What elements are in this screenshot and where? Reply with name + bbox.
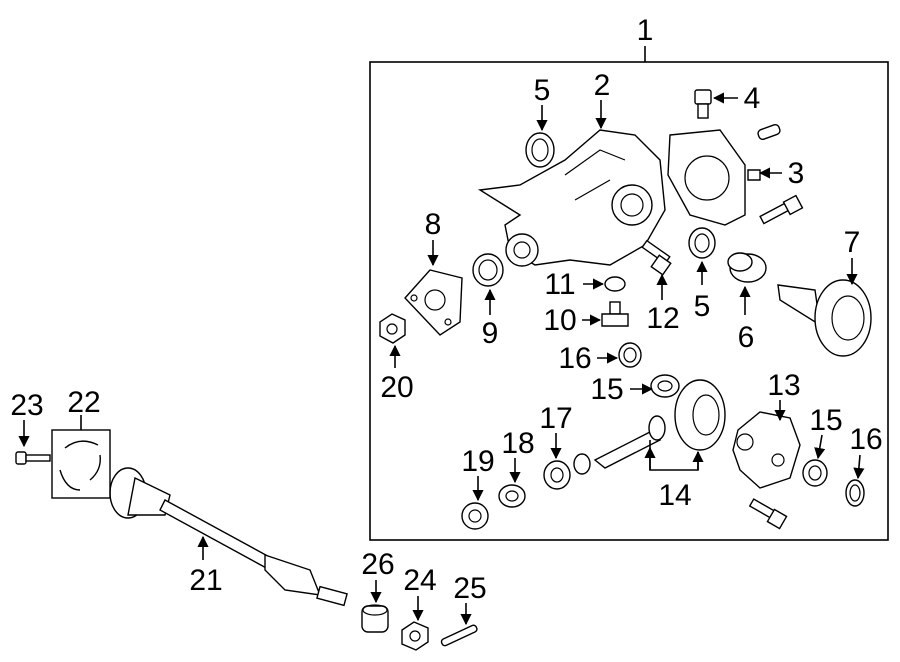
part-bushing-26 <box>361 604 389 633</box>
callout-4: 4 <box>744 82 761 115</box>
part-case-bolt <box>748 498 788 530</box>
callout-5b: 5 <box>694 290 711 323</box>
callout-17: 17 <box>539 402 572 435</box>
part-seal-lower <box>688 227 716 259</box>
callout-22: 22 <box>67 386 100 419</box>
part-output-flange <box>727 252 767 283</box>
part-dowel-pin <box>757 123 781 141</box>
callout-5a: 5 <box>534 74 551 107</box>
part-nut-24 <box>401 621 429 651</box>
differential-assembly-frame <box>369 61 889 541</box>
part-bearing-17 <box>543 460 571 490</box>
part-nut-20 <box>379 313 406 344</box>
callout-25: 25 <box>453 572 486 605</box>
callout-21: 21 <box>189 564 222 597</box>
part-o-ring-17 <box>573 453 591 475</box>
part-mount-bracket <box>404 269 463 336</box>
part-washer-19 <box>461 502 489 530</box>
part-breather-vent <box>694 89 712 119</box>
part-rear-cover <box>667 129 761 226</box>
part-housing-bolt <box>641 239 672 276</box>
callout-3: 3 <box>788 157 805 190</box>
callout-6: 6 <box>738 321 755 354</box>
part-22-box <box>51 429 111 499</box>
callout-11: 11 <box>544 268 575 301</box>
callout-12: 12 <box>646 302 679 335</box>
callout-8: 8 <box>425 208 442 241</box>
part-drain-plug <box>601 301 629 327</box>
callout-7: 7 <box>844 226 861 259</box>
callout-24: 24 <box>403 564 436 597</box>
part-bearing-15b <box>802 459 828 487</box>
part-axle-shaft <box>109 467 348 607</box>
callout-15b: 15 <box>809 404 842 437</box>
callout-9: 9 <box>482 317 499 350</box>
callout-18: 18 <box>501 427 534 460</box>
part-bearing-15a <box>650 374 680 398</box>
callout-20: 20 <box>380 371 413 404</box>
part-bolt-23 <box>15 451 51 465</box>
part-seal-9 <box>472 253 504 287</box>
part-shim-16b <box>845 479 865 507</box>
part-output-shaft <box>777 279 872 357</box>
part-retaining-clips <box>59 440 101 491</box>
part-o-ring <box>604 276 626 292</box>
callout-13: 13 <box>767 369 800 402</box>
callout-15a: 15 <box>590 373 623 406</box>
part-shim-16a <box>618 342 642 368</box>
part-differential-housing <box>477 129 666 267</box>
callout-23: 23 <box>10 389 43 422</box>
leader-16b <box>853 454 865 480</box>
callout-2: 2 <box>594 69 611 102</box>
part-seal-upper <box>525 132 555 168</box>
callout-19: 19 <box>461 445 494 478</box>
part-differential-case <box>732 411 801 489</box>
callout-10: 10 <box>543 304 576 337</box>
part-cotter-pin <box>440 624 478 647</box>
part-ring-and-pinion <box>593 379 726 469</box>
callout-26: 26 <box>361 548 394 581</box>
callout-16a: 16 <box>558 342 591 375</box>
callout-14: 14 <box>658 479 691 512</box>
leader-15b <box>814 434 826 460</box>
callout-1: 1 <box>637 14 654 47</box>
part-cover-bolt <box>759 194 804 225</box>
part-spacer <box>498 484 526 508</box>
callout-16b: 16 <box>849 423 882 456</box>
